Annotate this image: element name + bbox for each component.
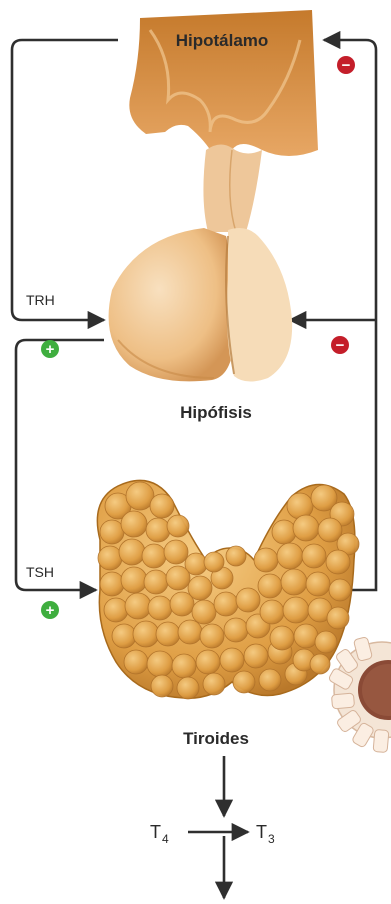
svg-text:−: − [336,337,345,354]
trh-pathway-line [12,40,118,320]
svg-text:+: + [46,602,55,619]
follicle-cell-inset [328,637,391,753]
plus-circle-icon-tsh: + [41,601,59,619]
trh-label: TRH [26,292,55,308]
t4-subscript: 4 [162,832,169,846]
hypothalamus-label: Hipotálamo [176,31,269,50]
t3-label: T 3 [256,822,275,846]
svg-text:+: + [46,341,55,358]
plus-circle-icon-trh: + [41,340,59,358]
svg-text:−: − [342,57,351,74]
feedback-lines [12,40,376,898]
tsh-pathway-line [16,340,104,590]
minus-circle-icon-pituitary: − [331,336,349,354]
t3-subscript: 3 [268,832,275,846]
minus-circle-icon-hypothalamus: − [337,56,355,74]
thyroid-label: Tiroides [183,729,249,748]
tsh-label: TSH [26,564,54,580]
pituitary-label: Hipófisis [180,403,252,422]
t3-base-text: T [256,822,267,842]
t4-label: T 4 [150,822,169,846]
pituitary-illustration [109,144,293,381]
thyroid-illustration [97,480,359,699]
t4-base-text: T [150,822,161,842]
